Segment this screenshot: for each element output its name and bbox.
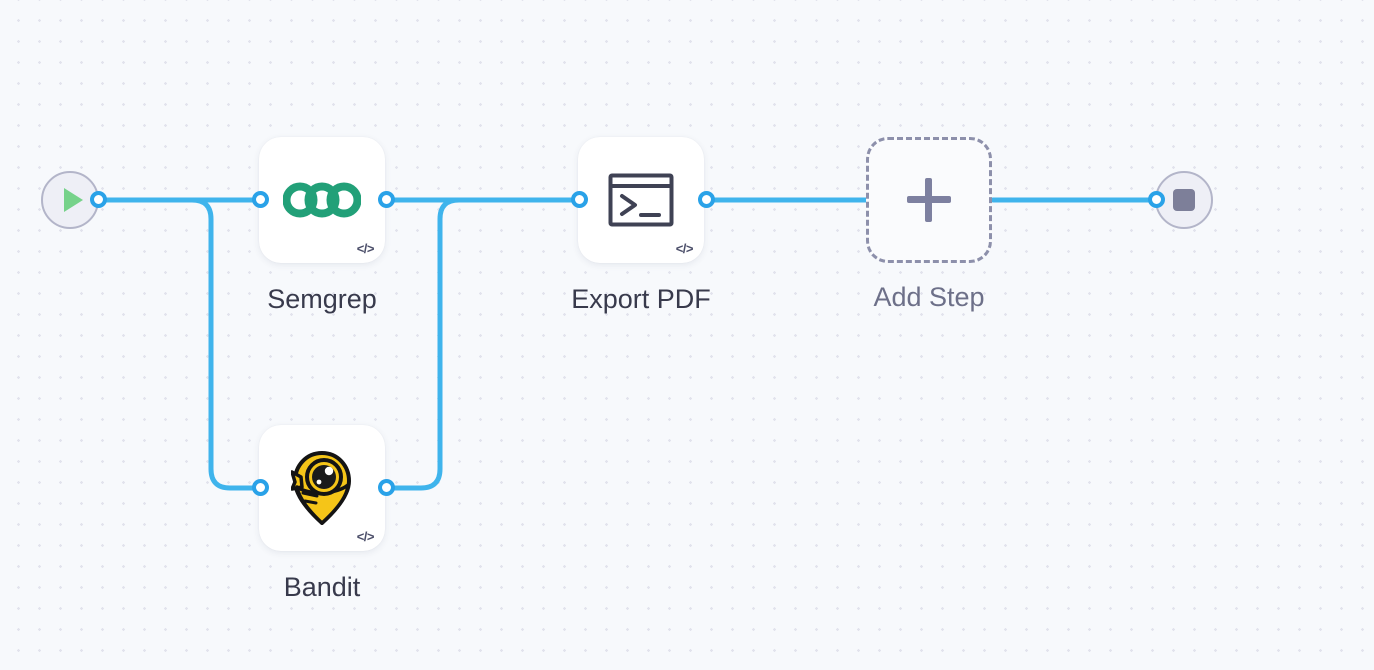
start-node[interactable] [41,171,99,229]
stop-icon [1173,189,1195,211]
add-step-button[interactable] [866,137,992,263]
step-node-export-pdf[interactable]: </> [578,137,704,263]
edge-bandit-exportpdf [384,197,583,491]
export-pdf-input-port[interactable] [571,191,588,208]
step-node-bandit[interactable]: </> [259,425,385,551]
bandit-output-port[interactable] [378,479,395,496]
semgrep-logo-icon [283,182,361,218]
play-icon [63,188,83,212]
step-label-add-step: Add Step [873,282,985,312]
edge-start-bandit [96,197,264,491]
start-node-output-port[interactable] [90,191,107,208]
bandit-logo-icon [291,451,351,525]
step-label-export-pdf: Export PDF [571,284,711,314]
terminal-icon [608,173,674,227]
semgrep-input-port[interactable] [252,191,269,208]
semgrep-output-port[interactable] [378,191,395,208]
bandit-input-port[interactable] [252,479,269,496]
step-label-semgrep: Semgrep [267,284,377,314]
end-node-input-port[interactable] [1148,191,1165,208]
code-icon-semgrep: </> [356,241,375,256]
step-node-semgrep[interactable]: </> [259,137,385,263]
export-pdf-output-port[interactable] [698,191,715,208]
step-label-bandit: Bandit [283,572,361,602]
code-icon-export-pdf: </> [675,241,694,256]
code-icon-bandit: </> [356,529,375,544]
plus-icon [907,178,951,222]
